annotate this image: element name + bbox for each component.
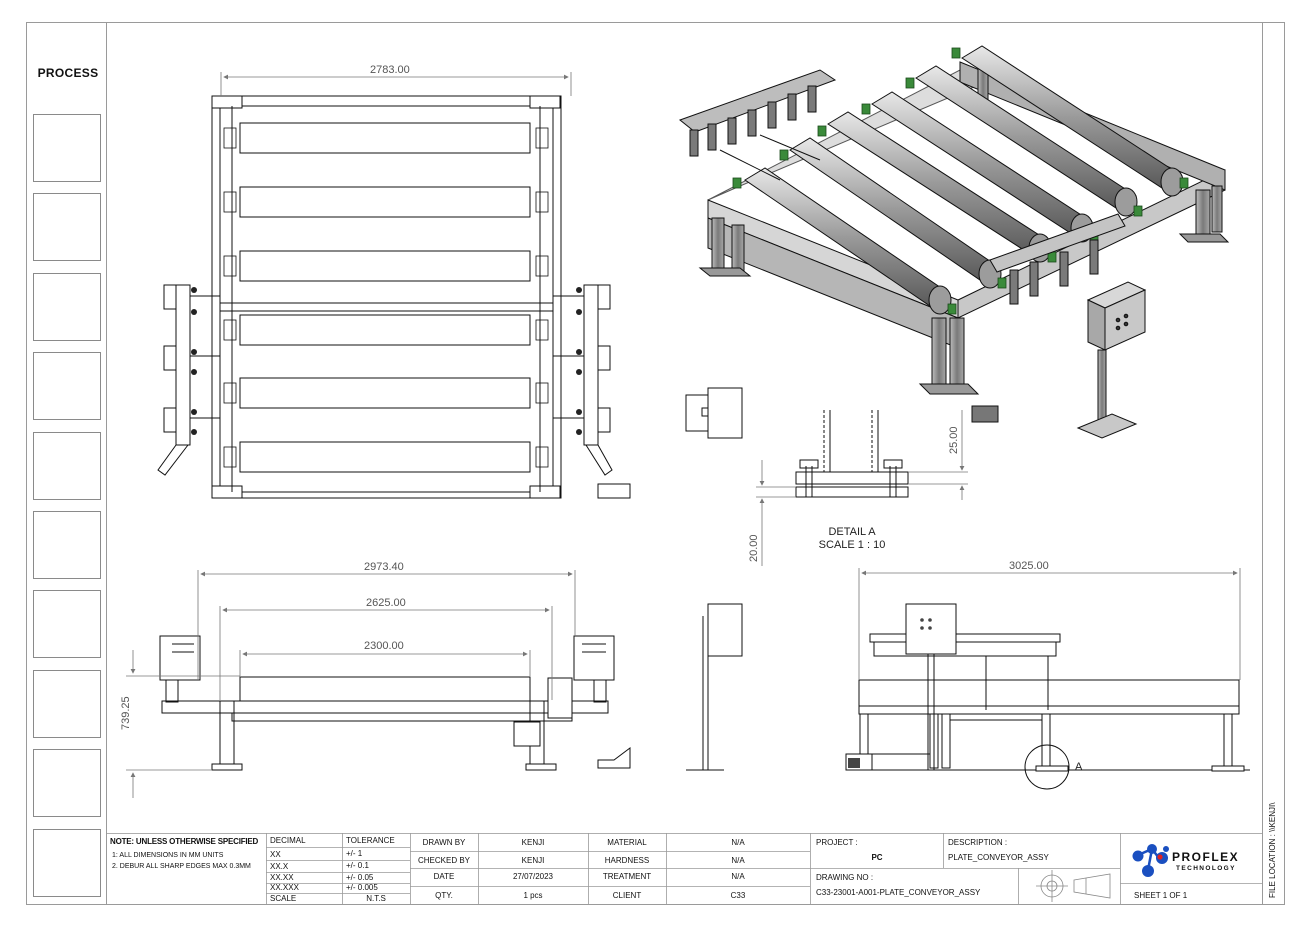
decimal-row: XX [270, 850, 281, 859]
description-label: DESCRIPTION : [948, 838, 1008, 847]
junction-box-side [685, 387, 743, 439]
top-view-rollers-dots [191, 287, 582, 435]
checked-by-label: CHECKED BY [417, 856, 470, 865]
notes-heading: NOTE: UNLESS OTHERWISE SPECIFIED [110, 837, 259, 846]
date-label: DATE [433, 872, 455, 881]
decimal-row: XX.XX [270, 873, 294, 882]
dimension-front-mid: 2625.00 [366, 597, 406, 609]
top-view [157, 95, 631, 499]
file-location: FILE LOCATION : \\KENJI\ [1268, 802, 1277, 898]
dimension-plan-width [220, 72, 572, 96]
process-box[interactable] [33, 432, 101, 500]
side-view [845, 603, 1250, 790]
tolerance-row: +/- 1 [346, 849, 363, 858]
date-value: 27/07/2023 [512, 872, 554, 881]
process-box[interactable] [33, 352, 101, 420]
decimal-label: DECIMAL [270, 836, 306, 845]
project-label: PROJECT : [816, 838, 858, 847]
drawing-no-value: C33-23001-A001-PLATE_CONVEYOR_ASSY [816, 888, 981, 897]
dimension-front-roller: 2300.00 [364, 640, 404, 652]
dimension-front-height: 739.25 [120, 696, 132, 730]
front-view [159, 635, 631, 771]
dimension-detail-h1: 25.00 [948, 426, 960, 454]
qty-label: QTY. [435, 891, 453, 900]
detail-a-scale: SCALE 1 : 10 [818, 539, 886, 551]
tolerance-row: +/- 0.05 [346, 873, 374, 882]
treatment-label: TREATMENT [602, 872, 652, 881]
detail-a-title: DETAIL A SCALE 1 : 10 [802, 526, 902, 552]
description-value: PLATE_CONVEYOR_ASSY [948, 853, 1049, 862]
dimension-front-overall: 2973.40 [364, 561, 404, 573]
treatment-value: N/A [731, 872, 745, 881]
process-box[interactable] [33, 273, 101, 341]
tolerance-row: N.T.S [366, 894, 386, 903]
drawing-no-label: DRAWING NO : [816, 873, 874, 882]
brand-sub: TECHNOLOGY [1176, 865, 1236, 872]
front-view-dimensions [126, 570, 576, 798]
client-label: CLIENT [612, 891, 642, 900]
outer-border [26, 22, 1285, 905]
process-box[interactable] [33, 114, 101, 182]
detail-a-label: DETAIL A [828, 526, 876, 538]
tolerance-row: +/- 0.005 [346, 883, 378, 892]
process-box[interactable] [33, 511, 101, 579]
process-box[interactable] [33, 193, 101, 261]
detail-a-dimensions [756, 410, 968, 566]
end-view [686, 603, 743, 771]
decimal-row: XX.X [270, 862, 289, 871]
tolerance-row: +/- 0.1 [346, 861, 369, 870]
side-view-knobs [848, 618, 932, 768]
hardness-value: N/A [731, 856, 745, 865]
drawn-by-label: DRAWN BY [422, 838, 466, 847]
brand-name: PROFLEX [1172, 850, 1240, 864]
material-value: N/A [731, 838, 745, 847]
dimension-plan-width: 2783.00 [370, 64, 410, 76]
decimal-row: SCALE [270, 894, 297, 903]
isometric-view [678, 45, 1230, 439]
process-box[interactable] [33, 749, 101, 817]
qty-value: 1 pcs [523, 891, 543, 900]
notes-line-1: 1: ALL DIMENSIONS IN MM UNITS [112, 852, 224, 859]
title-block-grid [106, 833, 1263, 905]
process-box[interactable] [33, 829, 101, 897]
process-title: PROCESS [37, 66, 99, 80]
tolerance-label: TOLERANCE [346, 836, 395, 845]
notes-line-2: 2. DEBUR ALL SHARP EDGES MAX 0.3MM [112, 863, 251, 870]
detail-a-view [795, 410, 909, 498]
detail-a-callout: A [1075, 761, 1083, 773]
decimal-row: XX.XXX [270, 883, 299, 892]
dimension-detail-h2: 20.00 [748, 534, 760, 562]
hardness-label: HARDNESS [604, 856, 650, 865]
side-view-dimension [858, 568, 1241, 680]
proflex-logo-mark [1132, 844, 1169, 877]
process-box[interactable] [33, 670, 101, 738]
dimension-side-width: 3025.00 [1009, 560, 1049, 572]
projection-symbol [1036, 870, 1111, 902]
project-value: PC [871, 853, 883, 862]
client-value: C33 [730, 891, 746, 900]
sheet-number: SHEET 1 OF 1 [1134, 891, 1188, 900]
material-label: MATERIAL [607, 838, 647, 847]
checked-by-value: KENJI [521, 856, 545, 865]
drawn-by-value: KENJI [521, 838, 545, 847]
process-box[interactable] [33, 590, 101, 658]
